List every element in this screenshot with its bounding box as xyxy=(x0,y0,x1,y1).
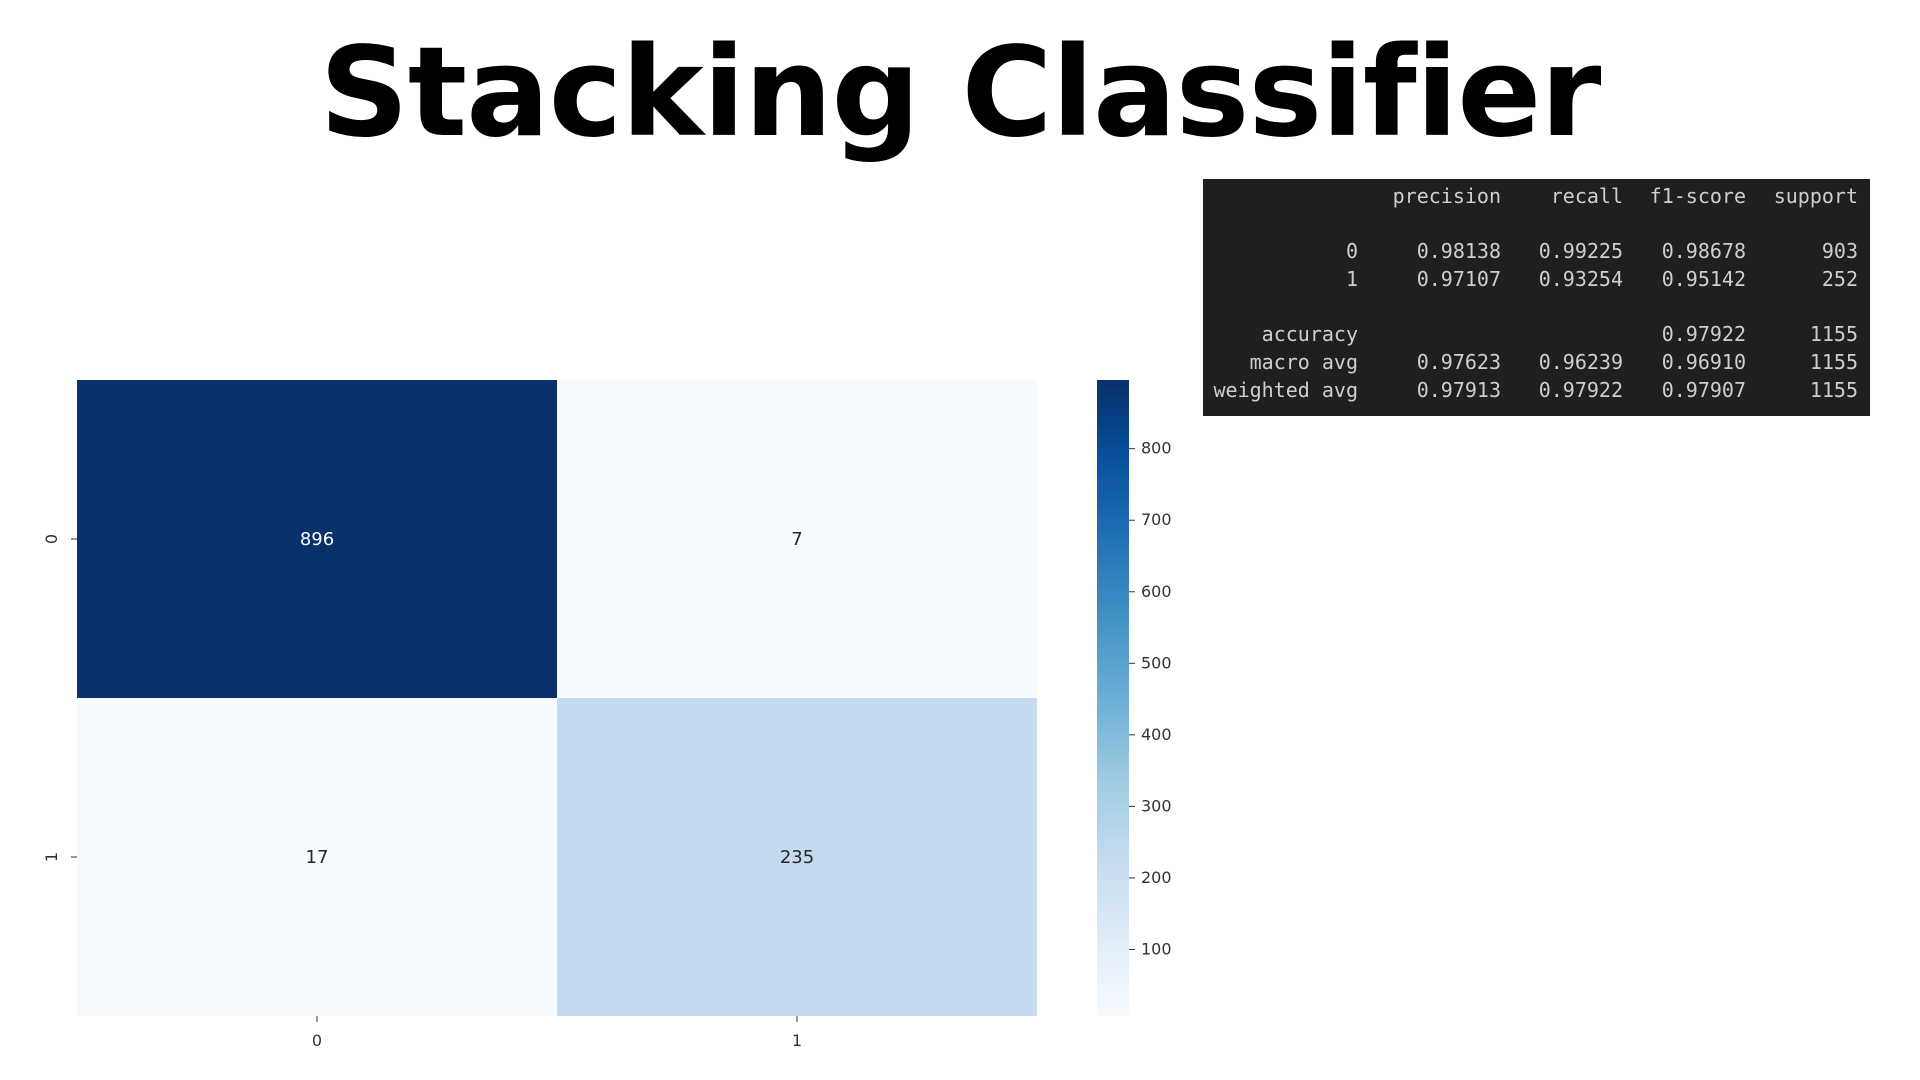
report-cell-4-3: 1155 xyxy=(1810,378,1858,402)
report-cell-1-1: 0.93254 xyxy=(1539,267,1623,291)
heatmap-cell-0-1 xyxy=(557,380,1037,698)
colorbar-tick-label-2: 300 xyxy=(1141,796,1172,815)
report-cell-4-2: 0.97907 xyxy=(1662,378,1746,402)
page-title: Stacking Classifier xyxy=(319,21,1602,165)
report-cell-2-3: 1155 xyxy=(1810,322,1858,346)
report-cell-4-1: 0.97922 xyxy=(1539,378,1623,402)
report-header-precision: precision xyxy=(1393,184,1501,208)
report-cell-3-0: 0.97623 xyxy=(1417,350,1501,374)
colorbar-tick-label-0: 100 xyxy=(1141,939,1172,958)
heatmap-cell-1-0 xyxy=(77,698,557,1016)
report-cell-3-1: 0.96239 xyxy=(1539,350,1623,374)
report-header-f1-score: f1-score xyxy=(1650,184,1746,208)
colorbar-tick-label-4: 500 xyxy=(1141,653,1172,672)
report-row-label-0: 0 xyxy=(1346,239,1358,263)
report-cell-0-3: 903 xyxy=(1822,239,1858,263)
report-cell-3-3: 1155 xyxy=(1810,350,1858,374)
report-cell-0-1: 0.99225 xyxy=(1539,239,1623,263)
y-tick-label-1: 1 xyxy=(42,852,61,862)
report-header-support: support xyxy=(1774,184,1858,208)
colorbar-tick-label-1: 200 xyxy=(1141,868,1172,887)
x-tick-label-0: 0 xyxy=(312,1031,322,1050)
heatmap-cell-0-0 xyxy=(77,380,557,698)
report-cell-4-0: 0.97913 xyxy=(1417,378,1501,402)
report-cell-1-3: 252 xyxy=(1822,267,1858,291)
colorbar-tick-label-7: 800 xyxy=(1141,439,1172,458)
colorbar-ticks: 100 200 300 400 500 600 700 800 xyxy=(1129,439,1172,958)
report-row-label-4: weighted avg xyxy=(1214,378,1359,402)
heatmap-cell-label-1-0: 17 xyxy=(306,847,329,868)
report-header-recall: recall xyxy=(1551,184,1623,208)
heatmap-cell-label-1-1: 235 xyxy=(780,847,814,868)
report-cell-3-2: 0.96910 xyxy=(1662,350,1746,374)
heatmap-cell-label-0-1: 7 xyxy=(791,529,802,550)
report-row-label-3: macro avg xyxy=(1250,350,1358,374)
heatmap-cells: 896 7 17 235 xyxy=(77,380,1037,1016)
colorbar-tick-label-3: 400 xyxy=(1141,725,1172,744)
report-row-label-1: 1 xyxy=(1346,267,1358,291)
report-cell-0-0: 0.98138 xyxy=(1417,239,1501,263)
colorbar xyxy=(1097,380,1129,1016)
colorbar-tick-label-6: 700 xyxy=(1141,510,1172,529)
classification-report-table: precision recall f1-score support 0 0.98138 0.… xyxy=(1214,184,1859,402)
y-axis-ticks: 01 xyxy=(42,534,77,862)
x-tick-label-1: 1 xyxy=(792,1031,802,1050)
report-cell-1-0: 0.97107 xyxy=(1417,267,1501,291)
y-tick-label-0: 0 xyxy=(42,534,61,544)
heatmap-cell-1-1 xyxy=(557,698,1037,1016)
report-row-label-2: accuracy xyxy=(1262,322,1358,346)
classification-report-panel: precision recall f1-score support 0 0.98138 0.… xyxy=(1203,179,1870,416)
colorbar-tick-label-5: 600 xyxy=(1141,582,1172,601)
report-cell-2-2: 0.97922 xyxy=(1662,322,1746,346)
report-cell-0-2: 0.98678 xyxy=(1662,239,1746,263)
report-cell-1-2: 0.95142 xyxy=(1662,267,1746,291)
heatmap-cell-label-0-0: 896 xyxy=(300,529,334,550)
